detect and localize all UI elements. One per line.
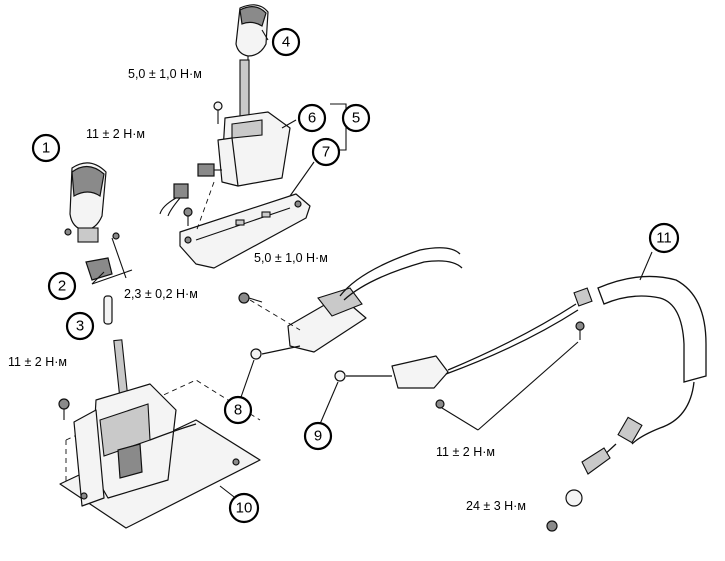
shift-knob-lower — [64, 162, 120, 243]
callout-5-label: 5 — [352, 110, 360, 127]
callout-10-label: 10 — [236, 500, 253, 517]
callout-1-label: 1 — [42, 140, 50, 157]
callout-10: 10 — [228, 492, 260, 524]
callout-7-label: 7 — [322, 144, 330, 161]
callout-2: 2 — [47, 271, 77, 301]
torque-label-top: 5,0 ± 1,0 Н·м — [128, 67, 202, 81]
callout-8: 8 — [223, 395, 253, 425]
torque-label-middle: 5,0 ± 1,0 Н·м — [254, 251, 328, 265]
torque-label-bottom: 24 ± 3 Н·м — [466, 499, 526, 513]
callout-11: 11 — [648, 222, 680, 254]
callout-7: 7 — [311, 137, 341, 167]
callout-9-label: 9 — [314, 428, 322, 445]
shift-knob-upper — [235, 4, 269, 64]
cable-bracket-middle — [238, 247, 463, 360]
knob-cover — [85, 257, 113, 281]
callout-3: 3 — [65, 311, 95, 341]
callout-5: 5 — [341, 103, 371, 133]
base-plate-upper — [179, 181, 311, 269]
torque-label-upper-left: 11 ± 2 Н·м — [86, 127, 145, 141]
callout-9: 9 — [303, 421, 333, 451]
callout-11-label: 11 — [656, 230, 672, 247]
torque-label-left: 11 ± 2 Н·м — [8, 355, 67, 369]
selector-lever-upper — [197, 59, 291, 187]
callout-6-label: 6 — [308, 110, 316, 127]
callout-4: 4 — [271, 27, 301, 57]
torque-label-right: 11 ± 2 Н·м — [436, 445, 495, 459]
callout-2-label: 2 — [58, 278, 66, 295]
callout-4-label: 4 — [282, 34, 290, 51]
callout-1: 1 — [31, 133, 61, 163]
connector-wires — [159, 183, 193, 226]
shifter-base-lower — [58, 339, 261, 529]
pin — [103, 295, 113, 325]
callout-8-label: 8 — [234, 402, 242, 419]
callout-6: 6 — [297, 103, 327, 133]
leader-lines — [91, 29, 653, 501]
torque-label-knob: 2,3 ± 0,2 Н·м — [124, 287, 198, 301]
gear-cable — [334, 275, 707, 532]
callout-3-label: 3 — [76, 318, 84, 335]
